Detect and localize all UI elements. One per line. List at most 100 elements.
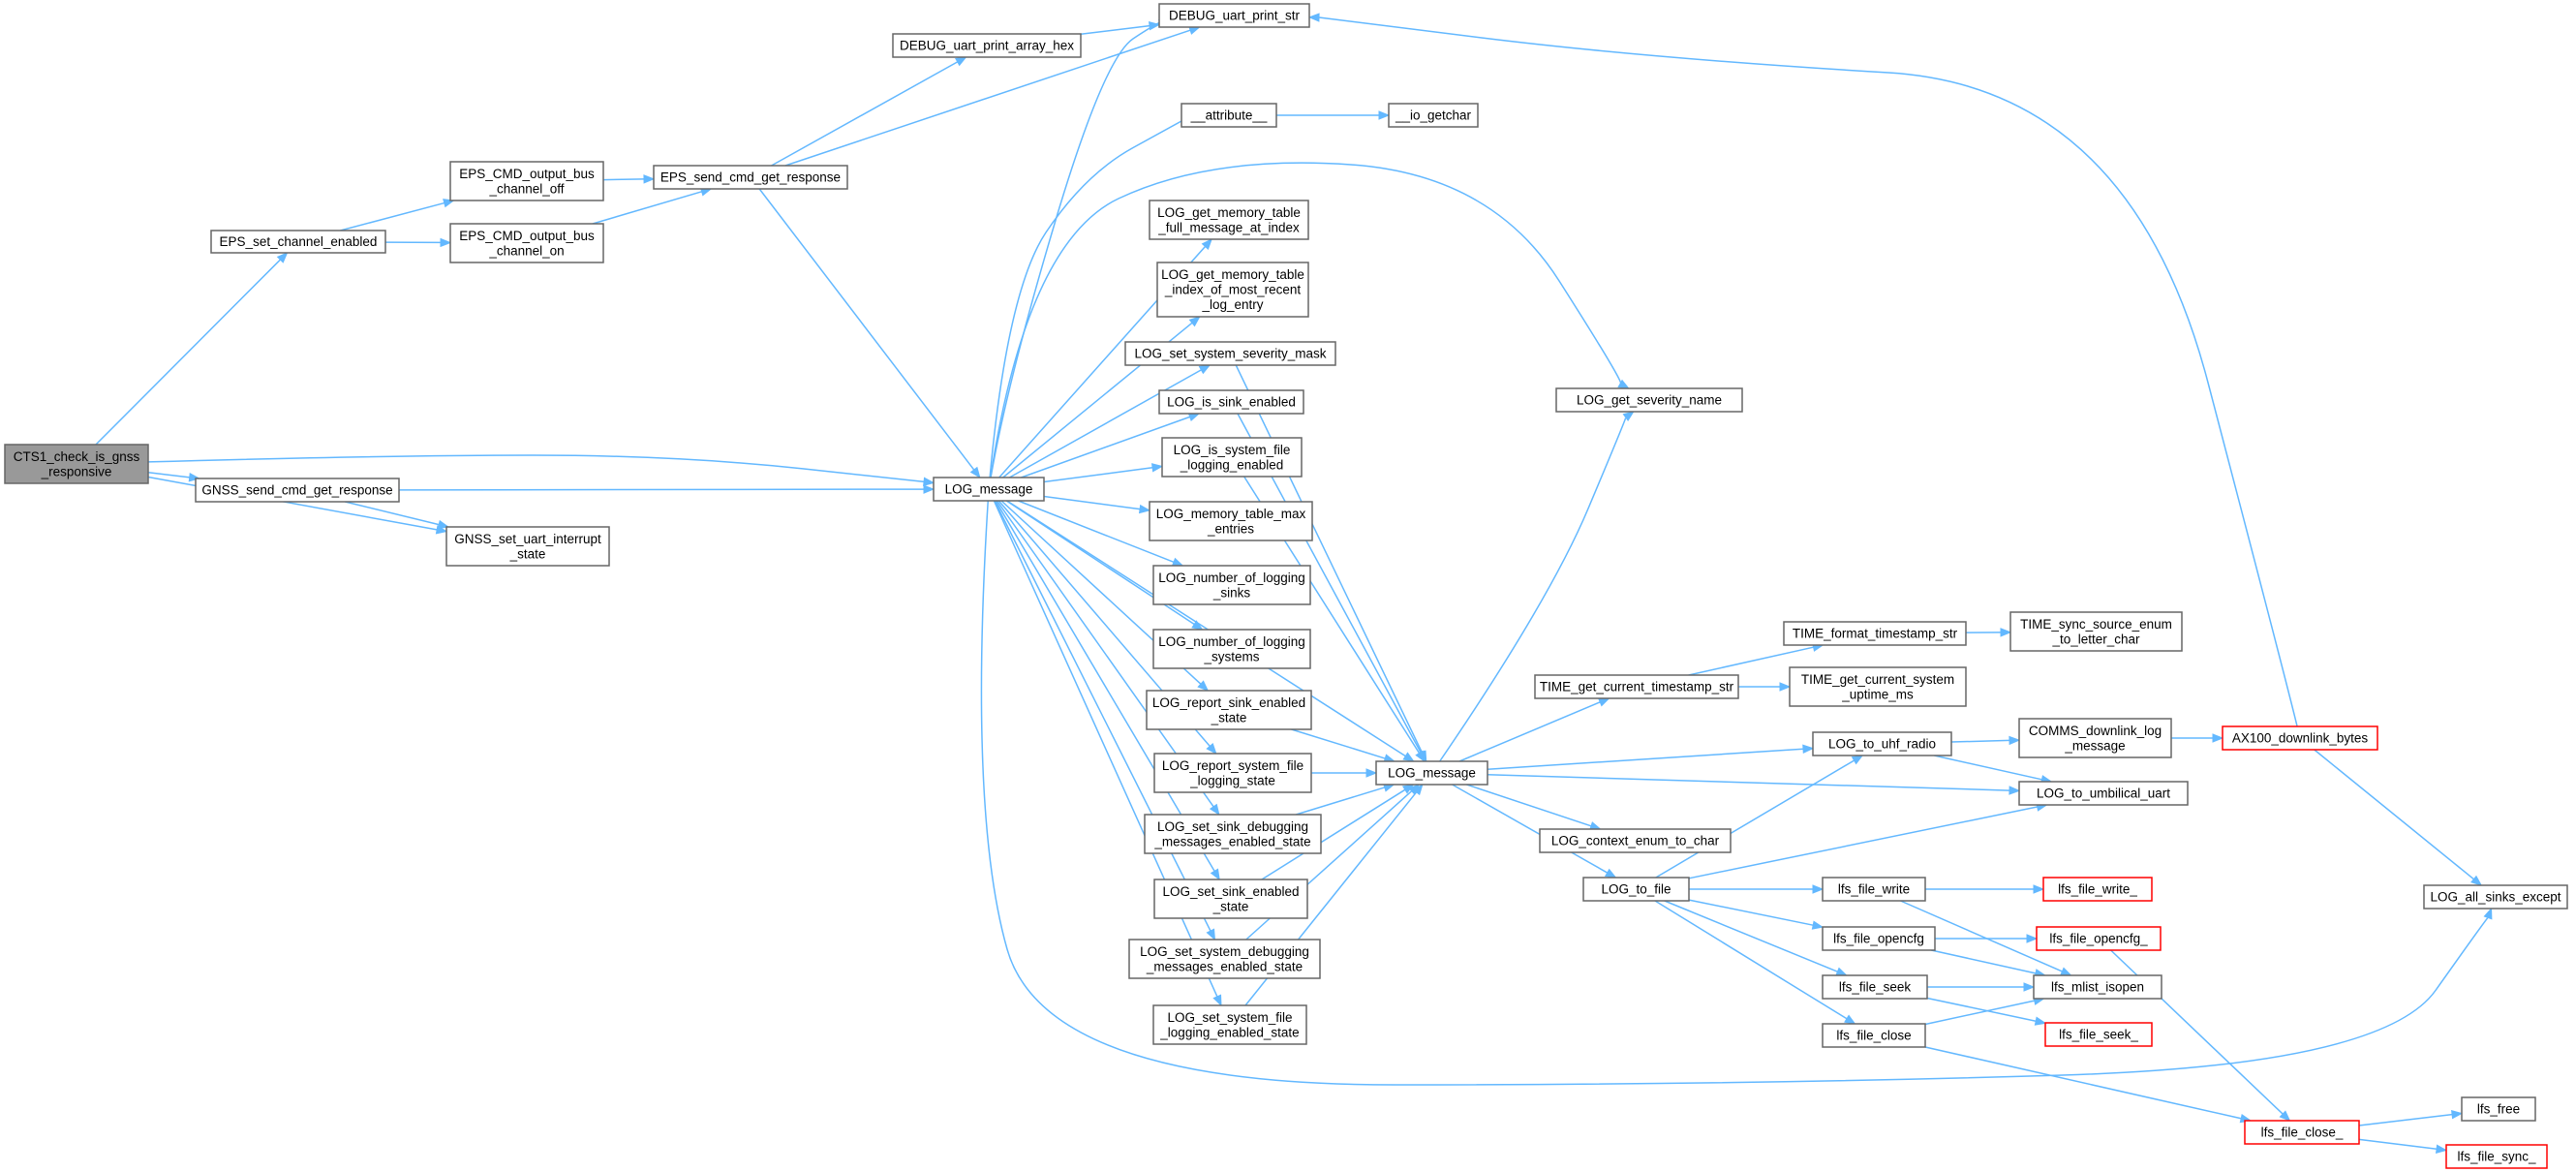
function-node-numsys[interactable]: LOG_number_of_logging_systems: [1152, 629, 1311, 669]
function-node-repsys[interactable]: LOG_report_system_file_logging_state: [1153, 753, 1312, 793]
function-node-eps_send[interactable]: EPS_send_cmd_get_response: [653, 165, 848, 190]
edge-line: [95, 259, 281, 446]
edge-logm1-to-sysfile: [1043, 463, 1164, 483]
function-node-numsinks[interactable]: LOG_number_of_logging_sinks: [1152, 565, 1311, 605]
function-node-fwrite_[interactable]: lfs_file_write_: [2042, 877, 2153, 902]
edge-cts1-to-logm1: [147, 454, 935, 486]
function-node-sevmask[interactable]: LOG_set_system_severity_mask: [1124, 341, 1336, 366]
edge-logm2-to-sevname: [1439, 411, 1635, 762]
arrowhead-icon: [1597, 697, 1610, 707]
node-box: [2033, 974, 2162, 1000]
edge-line: [147, 454, 925, 483]
edge-line: [1934, 755, 2042, 781]
node-box: [1153, 753, 1312, 793]
node-box: [1789, 666, 1967, 707]
edge-line: [1924, 1046, 2242, 1120]
node-label: LOG_report_system_file: [1162, 758, 1303, 773]
function-node-setsysfile[interactable]: LOG_set_system_file_logging_enabled_stat…: [1152, 1004, 1307, 1045]
edge-line: [1018, 500, 1175, 564]
function-node-attr[interactable]: __attribute__: [1181, 103, 1277, 128]
node-box: [1158, 389, 1304, 415]
function-node-fopencfg_[interactable]: lfs_file_opencfg_: [2036, 926, 2162, 951]
function-node-tsstr[interactable]: TIME_get_current_timestamp_str: [1534, 674, 1739, 699]
node-label: _entries: [1207, 521, 1254, 536]
edge-tofile-to-fclose: [1654, 900, 1856, 1025]
function-node-memmax[interactable]: LOG_memory_table_max_entries: [1149, 501, 1313, 541]
arrowhead-icon: [2033, 884, 2045, 894]
function-node-fopencfg[interactable]: lfs_file_opencfg: [1822, 926, 1936, 951]
function-node-gnss_send[interactable]: GNSS_send_cmd_get_response: [195, 478, 400, 503]
function-node-setsink[interactable]: LOG_set_sink_enabled_state: [1153, 879, 1308, 919]
edge-fwrite-to-mlist: [1900, 900, 2072, 976]
function-node-fclose[interactable]: lfs_file_close: [1822, 1023, 1926, 1048]
function-node-uptime[interactable]: TIME_get_current_system_uptime_ms: [1789, 666, 1967, 707]
node-box: [1539, 828, 1732, 853]
function-node-tofile[interactable]: LOG_to_file: [1582, 877, 1690, 902]
node-box: [1128, 939, 1321, 979]
edge-logm1-to-sevname: [990, 162, 1630, 478]
function-node-sevname[interactable]: LOG_get_severity_name: [1555, 387, 1743, 413]
node-box: [1153, 879, 1308, 919]
function-node-uhf[interactable]: LOG_to_uhf_radio: [1812, 731, 1952, 756]
function-node-sinken[interactable]: LOG_is_sink_enabled: [1158, 389, 1304, 415]
arrowhead-icon: [1835, 967, 1848, 976]
node-box: [1156, 262, 1309, 318]
function-node-umb[interactable]: LOG_to_umbilical_uart: [2018, 781, 2189, 806]
function-node-fsync_[interactable]: lfs_file_sync_: [2445, 1144, 2548, 1169]
function-node-fmtts[interactable]: TIME_format_timestamp_str: [1783, 621, 1967, 646]
function-node-memidx[interactable]: LOG_get_memory_table_index_of_most_recen…: [1156, 262, 1309, 318]
function-node-ax100[interactable]: AX100_downlink_bytes: [2222, 725, 2378, 751]
function-node-eps_on[interactable]: EPS_CMD_output_bus_channel_on: [449, 223, 604, 263]
edge-eps_set-to-eps_on: [384, 237, 452, 248]
function-node-getchar[interactable]: __io_getchar: [1388, 103, 1479, 128]
function-node-setsysdbg[interactable]: LOG_set_system_debugging_messages_enable…: [1128, 939, 1321, 979]
function-node-fseek[interactable]: lfs_file_seek: [1822, 974, 1928, 1000]
function-node-lfree[interactable]: lfs_free: [2461, 1096, 2536, 1122]
function-node-syncsrc[interactable]: TIME_sync_source_enum_to_letter_char: [2009, 611, 2183, 652]
function-node-fclose_[interactable]: lfs_file_close_: [2244, 1120, 2360, 1145]
node-label: _full_message_at_index: [1157, 220, 1300, 234]
arrowhead-icon: [1212, 994, 1222, 1007]
node-box: [1149, 200, 1309, 240]
edge-logm1-to-attr: [989, 120, 1182, 478]
node-label: LOG_report_sink_enabled: [1152, 695, 1305, 710]
function-node-repsink[interactable]: LOG_report_sink_enabled_state: [1146, 690, 1312, 730]
function-node-mlist[interactable]: lfs_mlist_isopen: [2033, 974, 2162, 1000]
function-node-fseek_[interactable]: lfs_file_seek_: [2044, 1022, 2153, 1047]
node-label: LOG_is_system_file: [1174, 443, 1291, 457]
edge-line: [345, 501, 440, 526]
function-node-logm2[interactable]: LOG_message: [1375, 760, 1488, 786]
arrowhead-icon: [2279, 1110, 2291, 1122]
node-label: LOG_message: [1388, 766, 1476, 781]
edge-line: [2314, 749, 2474, 880]
arrowhead-icon: [1812, 884, 1825, 894]
function-node-cts1[interactable]: CTS1_check_is_gnss_responsive: [4, 444, 149, 484]
edge-fwrite-to-fwrite_: [1925, 884, 2045, 894]
function-node-sysfile[interactable]: LOG_is_system_file_logging_enabled: [1161, 437, 1303, 478]
function-node-eps_off[interactable]: EPS_CMD_output_bus_channel_off: [449, 161, 604, 201]
edge-tofile-to-fwrite: [1689, 884, 1825, 894]
node-box: [1822, 926, 1936, 951]
function-node-allsinks[interactable]: LOG_all_sinks_except: [2423, 884, 2568, 910]
node-label: lfs_file_opencfg: [1833, 932, 1924, 946]
function-node-eps_set[interactable]: EPS_set_channel_enabled: [210, 230, 386, 254]
edge-line: [1439, 416, 1627, 762]
arrowhead-icon: [1802, 744, 1815, 755]
function-node-commsdl[interactable]: COMMS_downlink_log_message: [2018, 718, 2172, 758]
node-label: DEBUG_uart_print_str: [1169, 9, 1301, 23]
function-node-setsinkdbg[interactable]: LOG_set_sink_debugging_messages_enabled_…: [1144, 814, 1322, 854]
function-node-fwrite[interactable]: lfs_file_write: [1822, 877, 1926, 902]
function-node-logm1[interactable]: LOG_message: [933, 477, 1045, 502]
function-node-dbg_str[interactable]: DEBUG_uart_print_str: [1158, 3, 1310, 28]
function-node-ctxchar[interactable]: LOG_context_enum_to_char: [1539, 828, 1732, 853]
function-node-memfull[interactable]: LOG_get_memory_table_full_message_at_ind…: [1149, 200, 1309, 240]
edge-cts1-to-eps_set: [95, 252, 289, 446]
edge-repsys-to-logm2: [1311, 768, 1378, 778]
function-node-gnss_uart[interactable]: GNSS_set_uart_interrupt_state: [445, 526, 610, 567]
node-label: LOG_set_system_debugging: [1140, 944, 1309, 959]
edge-line: [1655, 759, 1855, 879]
node-label: LOG_set_system_file: [1167, 1010, 1292, 1025]
function-node-dbg_hex[interactable]: DEBUG_uart_print_array_hex: [892, 33, 1082, 58]
node-label: AX100_downlink_bytes: [2232, 731, 2369, 746]
node-label: _message: [2064, 738, 2125, 753]
